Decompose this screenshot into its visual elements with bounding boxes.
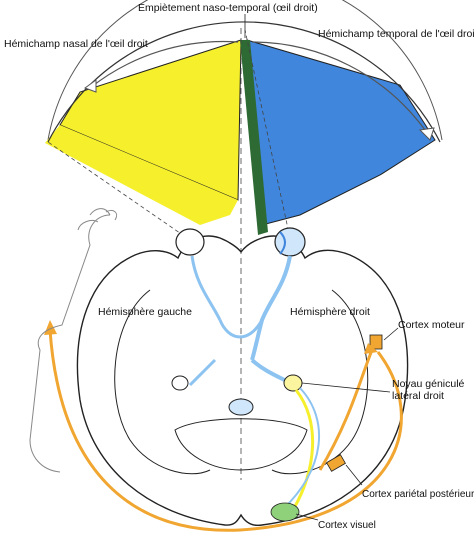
temporal-hemifield-area bbox=[246, 39, 436, 226]
right-hemisphere-inner bbox=[271, 289, 369, 475]
optic-chiasm bbox=[188, 319, 264, 387]
left-sight-line bbox=[47, 141, 191, 241]
descending-motor-pathway bbox=[48, 329, 403, 532]
posterior-parietal-label: Cortex pariétal postérieur bbox=[362, 489, 474, 500]
motor-pathway-arrowhead bbox=[364, 343, 378, 354]
lgn-leader bbox=[301, 382, 391, 393]
nasal-hemifield-lower bbox=[45, 125, 238, 225]
nasal-hemifield-label: Hémichamp nasal de l'œil droit bbox=[4, 38, 148, 50]
parietal-leader bbox=[345, 464, 363, 486]
posterior-parietal-marker bbox=[326, 454, 346, 472]
left-hemisphere-label: Hémisphère gauche bbox=[98, 306, 192, 318]
visual-cortex-region bbox=[270, 502, 300, 522]
nasal-hemifield-arrow bbox=[89, 40, 239, 89]
motor-cortex-label: Cortex moteur bbox=[398, 319, 465, 331]
left-hemisphere-inner bbox=[114, 289, 211, 475]
right-hemisphere-label: Hémisphère droit bbox=[290, 306, 370, 318]
left-arm-sketch bbox=[29, 214, 111, 473]
temporal-hemifield-label: Hémichamp temporal de l'œil droit bbox=[318, 28, 474, 40]
motor-cortex-marker bbox=[369, 334, 383, 350]
lgn-label-line2: latéral droit bbox=[392, 390, 444, 402]
nasal-arrowhead bbox=[83, 79, 97, 93]
right-lgn bbox=[283, 374, 303, 392]
descending-arrowhead bbox=[44, 320, 57, 335]
left-optic-nerve bbox=[190, 255, 222, 321]
right-eye bbox=[274, 227, 306, 257]
visual-cortex-label: Cortex visuel bbox=[318, 520, 376, 531]
motor-cortex-leader bbox=[383, 327, 399, 341]
right-optic-nerve bbox=[250, 255, 292, 361]
visual-field-outer-arc bbox=[47, 0, 443, 141]
lgn-label-line1: Noyau géniculé bbox=[392, 378, 465, 390]
naso-temporal-overlap-band bbox=[240, 40, 268, 235]
optic-radiation-blue bbox=[281, 387, 320, 511]
left-lgn bbox=[171, 375, 189, 391]
brainstem bbox=[174, 418, 308, 471]
colliculus bbox=[228, 398, 254, 416]
visual-cortex-leader bbox=[295, 513, 319, 521]
temporal-hemifield-arrow bbox=[251, 41, 426, 131]
right-eye-lens bbox=[279, 231, 286, 255]
right-eye-sight-line bbox=[244, 29, 291, 239]
hand-sketch bbox=[77, 208, 118, 231]
temporal-arrowhead bbox=[418, 127, 435, 141]
parietal-to-motor-pathway bbox=[318, 349, 374, 471]
naso-temporal-overlap-label: Empiètement naso-temporal (œil droit) bbox=[138, 2, 318, 14]
optic-radiation-yellow bbox=[288, 389, 314, 516]
brain-outline bbox=[76, 235, 409, 527]
left-eye bbox=[175, 228, 205, 256]
